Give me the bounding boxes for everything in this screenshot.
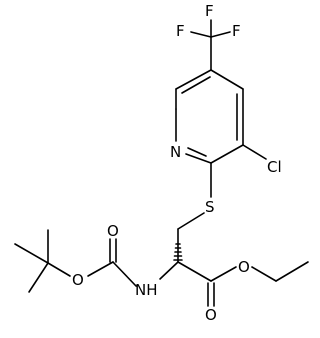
bond-tbu-me-bottom (28, 262, 49, 293)
bond-calpha-ccarbonyl (177, 261, 212, 282)
atom-label-cl: Cl (267, 158, 282, 176)
bond-cf-right (210, 31, 231, 38)
bond-c3-cl (242, 144, 267, 160)
atom-label-s: S (205, 198, 215, 216)
bond-ethyl (275, 261, 309, 282)
bond-cboc-oether (87, 261, 114, 277)
atom-label-o-ester-carbonyl: O (205, 306, 217, 324)
bond-c2-n-double (187, 147, 207, 157)
trifluoromethyl-group (190, 19, 231, 71)
bond-n-cboc (112, 261, 137, 287)
atom-label-f-top: F (205, 2, 214, 20)
bond-c6-c5-double (181, 76, 211, 94)
bond-ester-c-oether (210, 266, 237, 282)
bond-tbu-me-left (14, 243, 49, 264)
atom-label-o-ester-ether: O (238, 258, 250, 276)
bond-c6-c5 (175, 69, 212, 90)
pyridine-ring (175, 69, 244, 164)
stereo-hash-wedge (173, 243, 183, 261)
tert-butyl-group (14, 229, 49, 293)
bond-calpha-n (159, 261, 179, 280)
bond-c5-c4 (210, 69, 244, 90)
atom-label-f-right: F (232, 22, 241, 40)
bond-oether-ch2 (251, 266, 277, 282)
atom-label-nh: NH (135, 281, 158, 299)
atom-label-f-left: F (176, 22, 185, 40)
atom-label-n-ring: N (170, 143, 181, 161)
bond-c2-n (185, 153, 212, 164)
bond-c3-c2 (210, 144, 244, 164)
bond-cf-left (190, 31, 212, 38)
atom-label-o-boc-carbonyl: O (107, 222, 119, 240)
atom-label-o-boc-ether: O (72, 271, 84, 289)
bond-s-ch2 (177, 212, 205, 230)
bond-oether-ctbu (47, 262, 71, 277)
